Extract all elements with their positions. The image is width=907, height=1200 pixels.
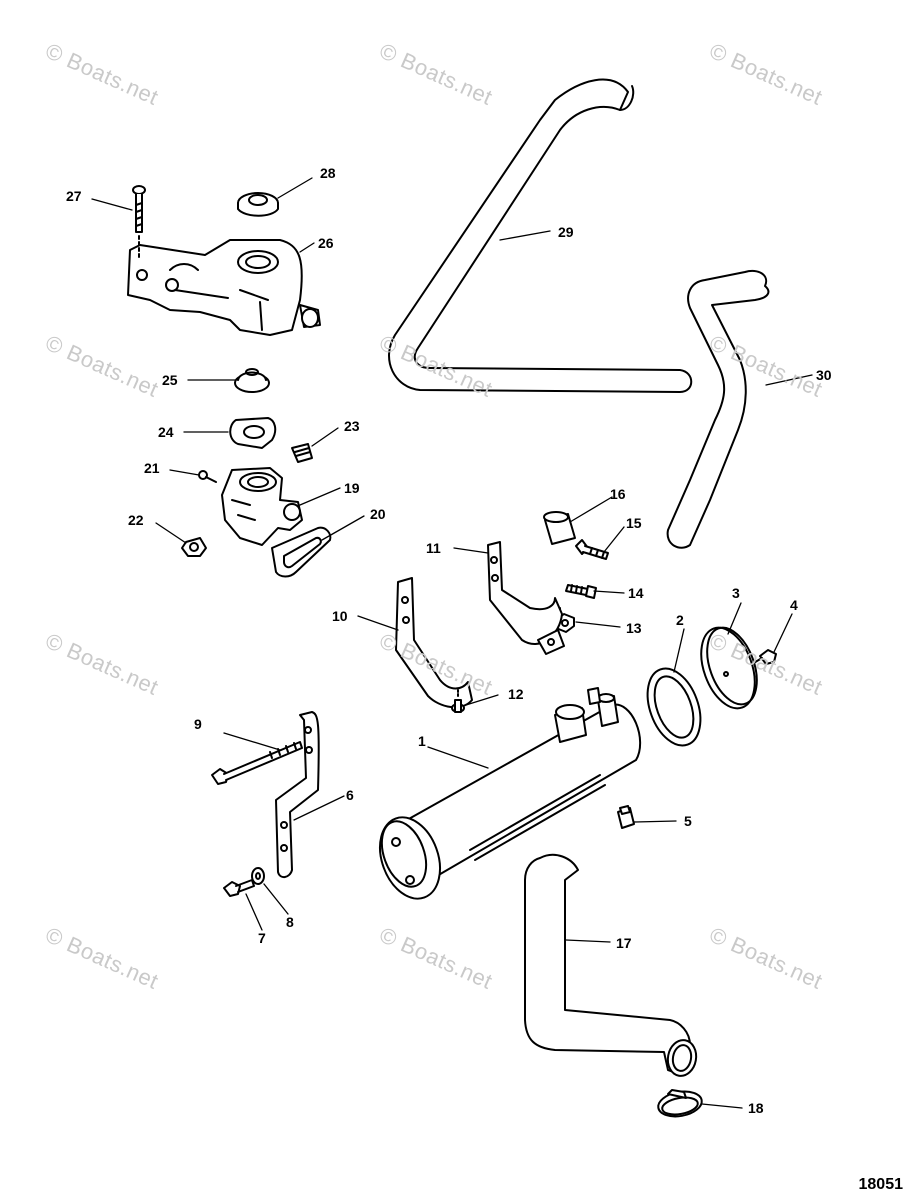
callout-3: 3 [732,585,740,601]
callout-1: 1 [418,733,426,749]
callout-7: 7 [258,930,266,946]
cap-28[interactable] [237,192,279,217]
thermostat-25[interactable] [234,368,270,393]
callout-27: 27 [66,188,82,204]
callout-21: 21 [144,460,160,476]
callout-6: 6 [346,787,354,803]
strap-11[interactable] [487,541,565,655]
callout-24: 24 [158,424,174,440]
callout-30: 30 [816,367,832,383]
bolt-15[interactable] [575,539,609,560]
heat-exchanger-1[interactable] [369,687,642,907]
washer-8[interactable] [251,867,265,885]
leader-lines [91,177,813,1109]
hose-30[interactable] [666,269,770,549]
plug-5[interactable] [617,805,635,829]
callout-11: 11 [426,540,441,556]
tank-26[interactable] [127,239,321,336]
callout-20: 20 [370,506,386,522]
fitting-22[interactable] [181,537,207,557]
callout-28: 28 [320,165,336,181]
bolt-9[interactable] [211,741,303,785]
callout-17: 17 [616,935,632,951]
callout-23: 23 [344,418,360,434]
figure-number: 18051 [858,1176,904,1193]
gasket-24[interactable] [229,417,277,449]
bolt-14[interactable] [565,584,597,599]
callout-12: 12 [508,686,524,702]
callout-26: 26 [318,235,334,251]
hose-17[interactable] [524,853,699,1078]
callout-19: 19 [344,480,360,496]
callout-22: 22 [128,512,144,528]
bolt-27[interactable] [132,185,146,261]
bracket-6[interactable] [275,711,320,878]
housing-19[interactable] [221,467,303,546]
callout-5: 5 [684,813,692,829]
callout-14: 14 [628,585,644,601]
callout-18: 18 [748,1100,764,1116]
screw-4[interactable] [751,649,777,665]
cover-3[interactable] [691,620,766,715]
callout-13: 13 [626,620,642,636]
hose-29[interactable] [388,78,693,393]
gasket-20[interactable] [271,526,332,578]
callout-15: 15 [626,515,642,531]
clamp-18[interactable] [656,1088,703,1119]
callout-4: 4 [790,597,798,613]
callout-9: 9 [194,716,202,732]
screw-21[interactable] [198,470,217,483]
callout-29: 29 [558,224,574,240]
callout-25: 25 [162,372,178,388]
callout-10: 10 [332,608,348,624]
callout-16: 16 [610,486,626,502]
gasket-2[interactable] [638,661,710,753]
callout-8: 8 [286,914,294,930]
strap-10[interactable] [395,577,473,709]
callout-2: 2 [676,612,684,628]
coupling-16[interactable] [543,511,576,545]
screw-12[interactable] [451,689,465,713]
screw-7[interactable] [223,879,255,897]
plug-23[interactable] [291,443,313,463]
